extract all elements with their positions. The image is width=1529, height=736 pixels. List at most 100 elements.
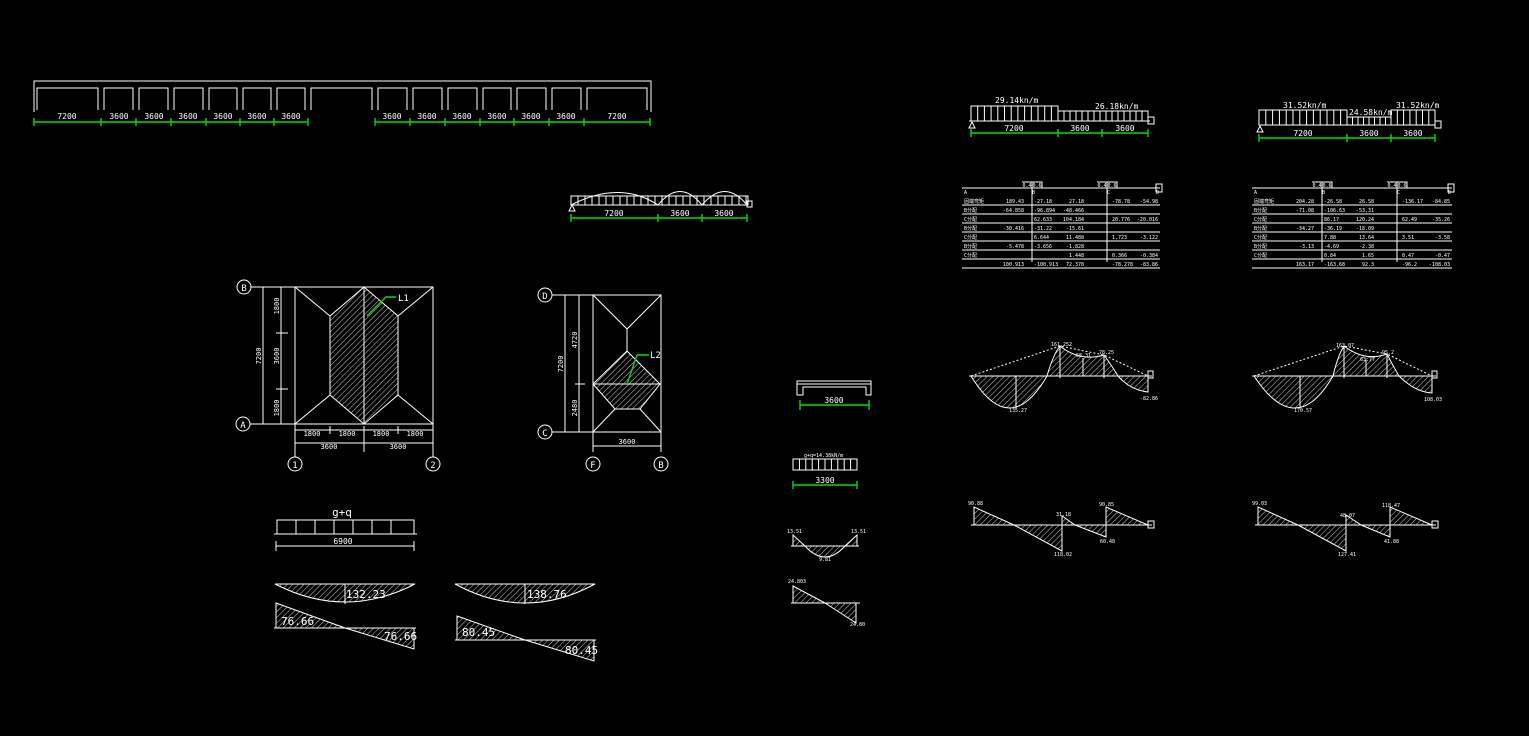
- distribution-factor: 0.6: [1107, 183, 1116, 189]
- moment-value: -82.86: [1140, 396, 1158, 402]
- table-cell: -108.03: [1429, 262, 1450, 268]
- moment-value: 68.31: [1076, 353, 1091, 359]
- span-label: 3600: [824, 396, 843, 405]
- distribution-factor: 0.4: [1312, 183, 1321, 189]
- shear-value: 118.47: [1382, 503, 1400, 509]
- table-cell: 11.488: [1066, 235, 1084, 241]
- axis-label: 2: [430, 461, 435, 471]
- span-label: 3600: [247, 112, 266, 121]
- dimension-label: 3600: [321, 443, 338, 451]
- table-cell: -54.98: [1140, 199, 1158, 205]
- shear-value: 48.07: [1340, 513, 1355, 519]
- span-label: 3600: [487, 112, 506, 121]
- small-beam-details: 3600 g+q=14.38kN/m 3300 13.51 13.51 9.81…: [787, 380, 872, 628]
- span-label: 3600: [109, 112, 128, 121]
- load-label: 29.14kn/m: [995, 96, 1039, 105]
- row-label: B分配: [1254, 243, 1267, 250]
- frame-bay: [447, 87, 478, 110]
- axis-label: B: [241, 284, 246, 294]
- floor-plan-2: L2 7200 4720 2480 3600 D C F B: [537, 287, 669, 472]
- axis-label: D: [542, 292, 547, 302]
- shear-value: 31.18: [1056, 512, 1071, 518]
- table-grid: [962, 181, 1160, 262]
- moment-value: 9.81: [819, 557, 831, 563]
- dimension-label: 1800: [339, 430, 356, 438]
- dimension-label: 7200: [255, 348, 263, 365]
- distribution-factor: 0.4: [1022, 183, 1031, 189]
- table-cell: -34.27: [1296, 226, 1314, 232]
- span-label: 3600: [281, 112, 300, 121]
- shear-value: 24.80: [850, 622, 865, 628]
- frame-bay: [103, 87, 134, 110]
- table-cell: 1.723: [1112, 235, 1127, 241]
- row-label: C分配: [1254, 234, 1267, 241]
- span-label: 3600: [1070, 124, 1089, 133]
- load-label: 31.52kn/m: [1396, 101, 1440, 110]
- span-label: 3600: [178, 112, 197, 121]
- load-label: g+q=14.38kN/m: [804, 453, 843, 459]
- table-cell: -27.18: [1034, 199, 1052, 205]
- moment-value: 95.2: [1382, 350, 1394, 356]
- table-cell: -84.85: [1432, 199, 1450, 205]
- dimension-label: 7200: [557, 356, 565, 373]
- dimension-label: 1800: [304, 430, 321, 438]
- shear-value: 60.48: [1100, 539, 1115, 545]
- axis-label: C: [542, 429, 547, 439]
- table-cell: -20.016: [1137, 217, 1158, 223]
- table-cell: 0.84: [1324, 253, 1336, 259]
- table-cell: -100.913: [1034, 262, 1058, 268]
- span-label: 7200: [607, 112, 626, 121]
- table-cell: 62.49: [1402, 217, 1417, 223]
- table-cell: 86.17: [1324, 217, 1339, 223]
- frame-bay: [138, 87, 169, 110]
- moment-value: 108.03: [1424, 397, 1442, 403]
- distribution-factor: 0.6: [1322, 183, 1331, 189]
- table-cell: -3.58: [1435, 235, 1450, 241]
- span-label: 6900: [333, 537, 352, 546]
- shear-value: 76.66: [281, 615, 314, 628]
- table-cell: -31.22: [1034, 226, 1052, 232]
- table-cell: 92.3: [1362, 262, 1374, 268]
- table-cell: -4.69: [1324, 244, 1339, 250]
- table-cell: -96.2: [1402, 262, 1417, 268]
- table-cell: 120.24: [1356, 217, 1374, 223]
- dimension-label: 3600: [273, 348, 281, 365]
- fixed-support-icon: [1447, 183, 1455, 193]
- frame-bay: [482, 87, 512, 110]
- load-case-1-beam: 29.14kn/m 26.18kn/m 7200 3600 3600: [968, 96, 1155, 137]
- table-cell: 163.17: [1296, 262, 1314, 268]
- span-label: 3600: [670, 209, 689, 218]
- node-label: B: [1032, 190, 1035, 196]
- shear-value: 99.03: [1252, 501, 1267, 507]
- distribution-factor: 0.6: [1397, 183, 1406, 189]
- dimension-label: 4720: [571, 332, 579, 349]
- table-cell: -3.122: [1140, 235, 1158, 241]
- moment-diagram-2: 163.07 63.77 95.2 170.57 108.03: [1252, 343, 1442, 414]
- axis-bubble: [425, 456, 441, 472]
- frame-bay: [242, 87, 272, 110]
- row-label: 固端弯矩: [1254, 198, 1274, 205]
- moment-value: 13.51: [851, 529, 866, 535]
- moment-diagram-1: 161.252 68.31 78.25 135.27 -82.86: [969, 342, 1158, 414]
- row-label: B分配: [964, 207, 977, 214]
- frame-bay: [276, 87, 306, 110]
- axis-bubble: [287, 456, 303, 472]
- row-label: C分配: [964, 234, 977, 241]
- table-cell: 1.448: [1069, 253, 1084, 259]
- shear-value: 127.41: [1338, 552, 1356, 558]
- span-label: 3600: [452, 112, 471, 121]
- load-label: 31.52kn/m: [1283, 101, 1327, 110]
- span-label: 3600: [417, 112, 436, 121]
- span-label: 7200: [1004, 124, 1023, 133]
- table-cell: 100.913: [1003, 262, 1024, 268]
- table-cell: -96.894: [1034, 208, 1055, 214]
- load-label: 26.18kn/m: [1095, 102, 1139, 111]
- node-label: C: [1107, 190, 1110, 196]
- table-cell: 7.88: [1324, 235, 1336, 241]
- table-cell: -3.13: [1299, 244, 1314, 250]
- axis-label: 1: [292, 461, 297, 471]
- table-cell: 0.366: [1112, 253, 1127, 259]
- shear-value: 90.85: [1099, 502, 1114, 508]
- table-cell: 104.184: [1063, 217, 1084, 223]
